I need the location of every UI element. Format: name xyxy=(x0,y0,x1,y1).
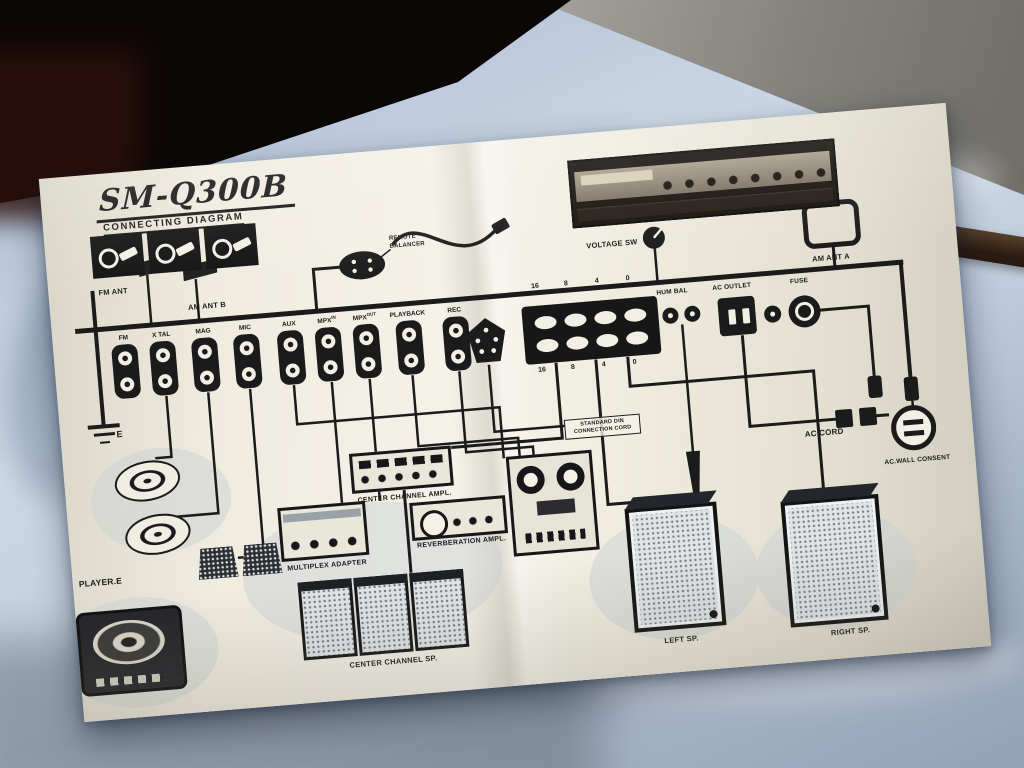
right-speaker xyxy=(780,493,889,628)
wall-consent-label: AC.WALL CONSENT xyxy=(884,453,951,467)
remote-balancer-label: REMOTE BALANCER xyxy=(388,233,426,250)
plug-instruction-icon xyxy=(203,223,259,270)
terminal-label-mic: MIC xyxy=(238,323,252,332)
speaker-terminal xyxy=(623,307,647,323)
jack-mic xyxy=(232,333,263,390)
jack-mag xyxy=(190,336,222,393)
terminal-label-playback: PLAYBACK xyxy=(389,309,426,320)
jack-playback xyxy=(394,319,426,376)
left-speaker xyxy=(624,501,727,633)
voltage-sw-label: VOLTAGE SW xyxy=(585,237,638,251)
tape-window xyxy=(536,498,576,516)
terminal-label-mpx-in: MPXIN xyxy=(317,314,336,326)
terminal-label-mag: MAG xyxy=(195,327,211,336)
speaker-terminal xyxy=(563,312,587,328)
ground-label: E xyxy=(116,428,124,440)
fm-ant-label: FM ANT xyxy=(98,285,129,298)
record-player xyxy=(75,604,188,698)
jack-fm xyxy=(110,343,142,400)
speaker-terminal xyxy=(534,314,558,330)
wall-outlet-icon xyxy=(891,405,937,451)
ac-cord-label: AC CORD xyxy=(804,426,844,439)
terminal-label-mpx-out: MPXOUT xyxy=(352,311,377,323)
jack-aux xyxy=(276,329,307,386)
din-cord-note: STANDARD DIN CONNECTION CORD xyxy=(563,413,642,440)
turntable-disc xyxy=(121,508,195,561)
center-speaker-panel xyxy=(297,578,358,661)
plug-instruction-icon xyxy=(146,227,202,275)
speaker-terminal xyxy=(593,309,617,325)
mini-speaker xyxy=(196,546,238,580)
jack-mpx-out xyxy=(352,323,383,380)
terminal-label-aux: AUX xyxy=(281,320,296,329)
multiplex-adapter xyxy=(277,500,370,563)
center-channel-amplifier xyxy=(348,445,454,494)
center-speaker-panel xyxy=(409,568,470,652)
speaker-terminal xyxy=(536,338,560,354)
speaker-terminal xyxy=(595,333,619,349)
fuse-label: FUSE xyxy=(789,277,809,286)
tape-buttons xyxy=(525,528,586,544)
terminal-label-rec: REC xyxy=(447,306,462,315)
tape-recorder xyxy=(505,449,600,557)
right-sp-label: RIGHT SP. xyxy=(830,625,871,638)
jack-rec xyxy=(441,315,473,372)
am-ant-a-label: AM ANT A xyxy=(811,251,851,264)
plug-instruction-icon xyxy=(89,232,146,279)
ac-outlet-label: AC OUTLET xyxy=(712,281,752,293)
jack-xtal xyxy=(148,340,180,397)
diagram-sheet: SM-Q300B CONNECTING DIAGRAM FM ANT AM AN… xyxy=(38,102,992,723)
terminal-label-xtal: X TAL xyxy=(151,330,171,340)
receiver-photo xyxy=(567,138,840,229)
center-speaker-panel xyxy=(353,573,414,656)
left-sp-label: LEFT SP. xyxy=(664,633,700,646)
terminal-label-fm: FM xyxy=(118,334,129,343)
speaker-terminal xyxy=(625,330,649,346)
hum-bal-label: HUM BAL xyxy=(656,287,689,297)
turntable-disc xyxy=(111,455,184,507)
player-label: PLAYER.E xyxy=(78,575,123,590)
jack-mpx-in xyxy=(314,326,345,383)
reverberation-amplifier xyxy=(409,495,509,542)
speaker-terminal-block xyxy=(521,295,662,365)
speaker-terminal xyxy=(565,335,589,351)
am-ant-b-label: AM ANT B xyxy=(187,299,227,312)
